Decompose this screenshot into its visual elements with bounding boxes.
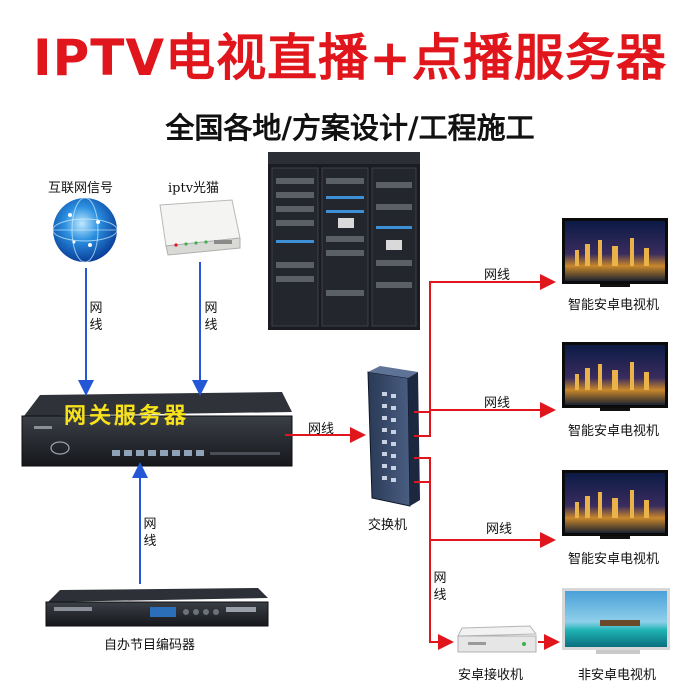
switch-label: 交换机 [368, 518, 408, 533]
wire-label-modem: 网线 [204, 301, 218, 333]
receiver-icon [457, 625, 537, 653]
tv-icon [562, 342, 668, 411]
server-rack-icon [268, 152, 420, 330]
line-switch-to-receiver [414, 481, 454, 650]
gateway-label: 网关服务器 [64, 404, 190, 429]
line-switch-to-tv3 [414, 457, 556, 548]
tv-label: 智能安卓电视机 [568, 424, 660, 439]
wire-label-tv3: 网线 [486, 522, 513, 537]
wire-label-internet: 网线 [89, 301, 103, 333]
line-switch-to-tv1 [414, 274, 556, 413]
encoder-label: 自办节目编码器 [104, 638, 196, 653]
encoder-icon [45, 588, 269, 627]
tv-label: 非安卓电视机 [578, 668, 657, 683]
wire-label-receiver: 网线 [433, 571, 447, 603]
wire-label-tv1: 网线 [484, 268, 511, 283]
wire-label-switch: 网线 [308, 422, 335, 437]
tv-icon [562, 218, 668, 287]
page-title: IPTV电视直播+点播服务器 [33, 29, 667, 87]
gateway-server-icon [21, 392, 293, 467]
wire-label-tv2: 网线 [484, 396, 511, 411]
receiver-label: 安卓接收机 [458, 668, 524, 683]
tv-icon [562, 470, 668, 539]
page-subtitle: 全国各地/方案设计/工程施工 [165, 111, 535, 145]
tv-icon [562, 588, 670, 654]
switch-icon [367, 366, 420, 507]
tv-label: 智能安卓电视机 [568, 298, 660, 313]
tv-label: 智能安卓电视机 [568, 552, 660, 567]
wire-label-encoder: 网线 [143, 517, 157, 549]
modem-icon [159, 199, 241, 256]
internet-label: 互联网信号 [48, 181, 114, 196]
modem-label: iptv光猫 [168, 181, 220, 196]
globe-icon [52, 197, 118, 263]
line-switch-to-tv2 [414, 402, 556, 437]
